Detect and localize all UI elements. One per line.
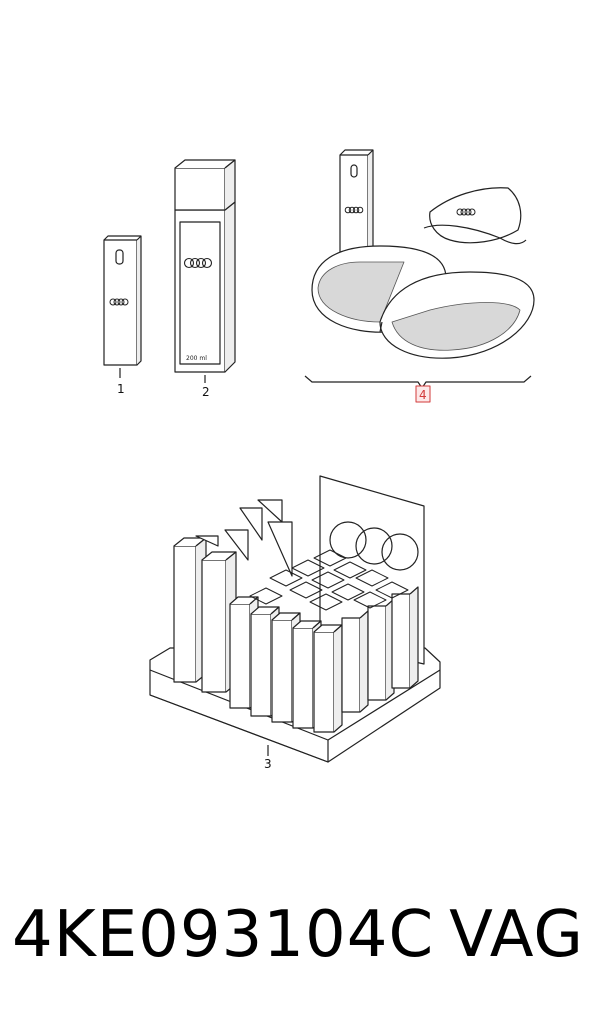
- callout-4-highlight: [415, 385, 431, 403]
- four-rings-logo-icon: [456, 208, 476, 216]
- display-stand: [149, 475, 441, 763]
- travel-set: [304, 149, 535, 389]
- perfume-bottle-200ml: [174, 159, 236, 383]
- four-rings-logo-icon: [344, 206, 364, 214]
- small-spray-vial: [103, 235, 142, 378]
- callout-4: 4: [419, 388, 427, 402]
- four-rings-logo-icon: [329, 521, 419, 571]
- callout-3: 3: [264, 757, 272, 771]
- parts-diagram: 1 200 ml 2: [103, 149, 535, 771]
- part-number: 4KE093104C: [12, 898, 435, 972]
- footer: 4KE093104C VAG: [0, 890, 600, 990]
- callout-1: 1: [117, 382, 125, 396]
- four-rings-logo-icon: [109, 298, 129, 306]
- four-rings-logo-icon: [183, 257, 213, 269]
- bottle-volume-label: 200 ml: [186, 355, 207, 362]
- callout-2: 2: [202, 385, 210, 399]
- brand-label: VAG: [449, 898, 584, 972]
